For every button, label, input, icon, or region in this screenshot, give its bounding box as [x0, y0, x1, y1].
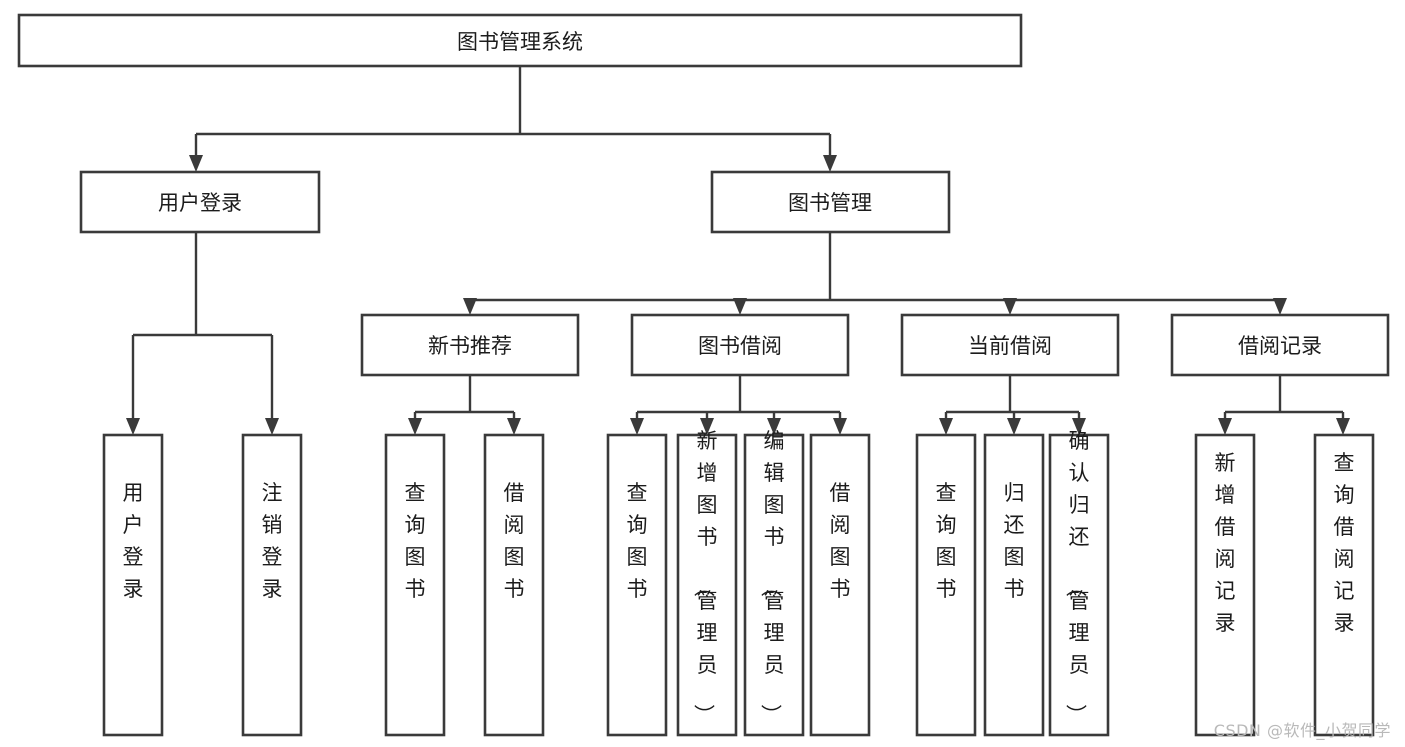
arrow-to-leaf-12	[1218, 418, 1232, 435]
node-leaf-9-label: 查询图书	[936, 481, 957, 601]
node-leaf-12-label: 新增借阅记录	[1215, 451, 1236, 635]
node-leaf-7[interactable]: 编辑图书（管理员）	[743, 429, 805, 737]
node-leaf-2[interactable]: 注销登录	[241, 433, 303, 737]
node-new-book-rec-label: 新书推荐	[428, 334, 512, 358]
arrow-to-leaf-10	[1007, 418, 1021, 435]
node-leaf-4[interactable]: 借阅图书	[483, 433, 545, 737]
node-leaf-12-box[interactable]	[1194, 433, 1256, 737]
arrow-to-user-login	[189, 155, 203, 172]
node-leaf-6[interactable]: 新增图书（管理员）	[676, 429, 738, 737]
connectors	[126, 66, 1350, 435]
node-leaf-7-label: 编辑图书（管理员）	[759, 429, 785, 725]
node-current-borrow-box[interactable]	[900, 313, 1120, 377]
arrow-to-leaf-4	[507, 418, 521, 435]
node-leaf-5[interactable]: 查询图书	[606, 433, 668, 737]
node-leaf-9[interactable]: 查询图书	[915, 433, 977, 737]
csdn-watermark: CSDN @软件_小贺同学	[1213, 721, 1391, 740]
arrow-to-leaf-6	[700, 418, 714, 435]
node-user-login[interactable]: 用户登录	[79, 170, 321, 234]
node-root[interactable]: 图书管理系统	[17, 13, 1023, 68]
node-leaf-13[interactable]: 查询借阅记录	[1313, 433, 1375, 737]
node-book-borrow[interactable]: 图书借阅	[630, 313, 850, 377]
arrow-to-leaf-3	[408, 418, 422, 435]
node-borrow-record-box[interactable]	[1170, 313, 1390, 377]
node-leaf-10[interactable]: 归还图书	[983, 433, 1045, 737]
node-new-book-rec[interactable]: 新书推荐	[360, 313, 580, 377]
arrow-to-leaf-1	[126, 418, 140, 435]
node-borrow-record-label: 借阅记录	[1238, 334, 1322, 358]
arrow-to-leaf-11	[1072, 418, 1086, 435]
node-book-manage[interactable]: 图书管理	[710, 170, 951, 234]
arrow-to-leaf-2	[265, 418, 279, 435]
node-leaf-12[interactable]: 新增借阅记录	[1194, 433, 1256, 737]
node-leaf-5-box[interactable]	[606, 433, 668, 737]
arrow-to-leaf-7	[767, 418, 781, 435]
arrow-to-leaf-8	[833, 418, 847, 435]
node-current-borrow-label: 当前借阅	[968, 334, 1052, 358]
node-leaf-2-label: 注销登录	[262, 481, 283, 601]
node-leaf-8-label: 借阅图书	[830, 481, 851, 601]
node-root-box[interactable]	[17, 13, 1023, 68]
node-leaf-5-label: 查询图书	[627, 481, 648, 601]
node-leaf-6-box[interactable]	[676, 433, 738, 737]
node-leaf-3-box[interactable]	[384, 433, 446, 737]
node-leaf-2-box[interactable]	[241, 433, 303, 737]
node-leaf-4-box[interactable]	[483, 433, 545, 737]
node-leaf-4-label: 借阅图书	[504, 481, 525, 601]
node-user-login-box[interactable]	[79, 170, 321, 234]
node-user-login-label: 用户登录	[158, 191, 242, 215]
arrow-to-leaf-9	[939, 418, 953, 435]
node-leaf-11[interactable]: 确认归还（管理员）	[1048, 429, 1110, 737]
node-leaf-6-label: 新增图书（管理员）	[692, 429, 718, 725]
node-book-borrow-label: 图书借阅	[698, 334, 782, 358]
node-leaf-1[interactable]: 用户登录	[102, 433, 164, 737]
arrow-to-borrow-record	[1273, 298, 1287, 315]
arrow-to-leaf-13	[1336, 418, 1350, 435]
node-leaf-3[interactable]: 查询图书	[384, 433, 446, 737]
node-leaf-10-label: 归还图书	[1004, 481, 1025, 601]
node-new-book-rec-box[interactable]	[360, 313, 580, 377]
node-leaf-1-box[interactable]	[102, 433, 164, 737]
node-leaf-10-box[interactable]	[983, 433, 1045, 737]
node-leaf-13-box[interactable]	[1313, 433, 1375, 737]
node-book-manage-box[interactable]	[710, 170, 951, 234]
node-borrow-record[interactable]: 借阅记录	[1170, 313, 1390, 377]
arrow-to-current-borrow	[1003, 298, 1017, 315]
node-leaf-1-label: 用户登录	[123, 481, 144, 601]
arrow-to-new-book-rec	[463, 298, 477, 315]
node-book-manage-label: 图书管理	[788, 191, 872, 215]
node-current-borrow[interactable]: 当前借阅	[900, 313, 1120, 377]
node-leaf-13-label: 查询借阅记录	[1334, 451, 1355, 635]
arrow-to-leaf-5	[630, 418, 644, 435]
node-root-label: 图书管理系统	[457, 30, 583, 54]
node-leaf-9-box[interactable]	[915, 433, 977, 737]
node-leaf-11-label: 确认归还（管理员）	[1064, 429, 1090, 725]
node-book-borrow-box[interactable]	[630, 313, 850, 377]
arrow-to-book-borrow	[733, 298, 747, 315]
node-leaf-8-box[interactable]	[809, 433, 871, 737]
arrow-to-book-manage	[823, 155, 837, 172]
node-leaf-11-box[interactable]	[1048, 433, 1110, 737]
node-leaf-3-label: 查询图书	[405, 481, 426, 601]
node-leaf-8[interactable]: 借阅图书	[809, 433, 871, 737]
node-leaf-7-box[interactable]	[743, 433, 805, 737]
